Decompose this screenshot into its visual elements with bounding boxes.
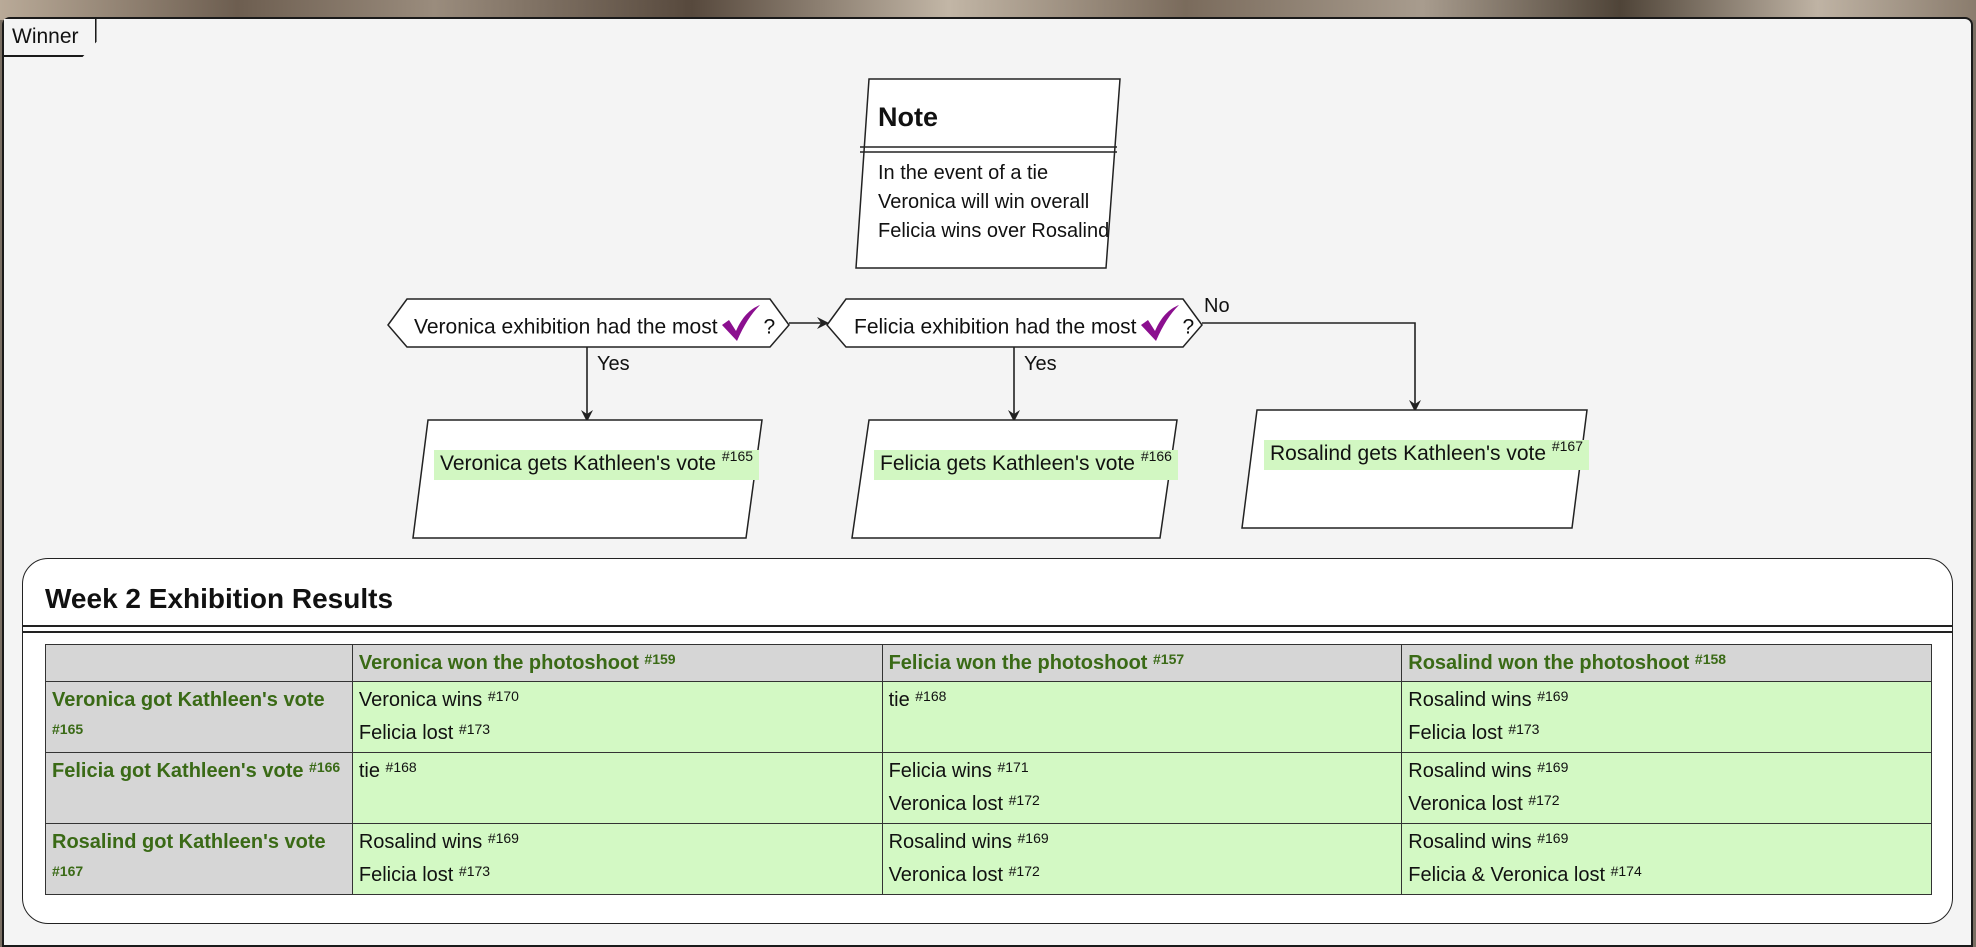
result-entry: tie #168 bbox=[358, 759, 417, 782]
note-line: In the event of a tie bbox=[878, 162, 1049, 184]
decision-question-mark: ? bbox=[1182, 315, 1195, 339]
row-header: Veronica got Kathleen's vote #165 bbox=[45, 681, 353, 753]
result-entry: Veronica lost #172 bbox=[1408, 792, 1560, 815]
decision-text: Felicia exhibition had the most bbox=[854, 315, 1137, 339]
row-header: Felicia got Kathleen's vote #166 bbox=[45, 752, 353, 824]
branch-yes-label: Yes bbox=[1024, 353, 1057, 375]
decision-shape-veronica bbox=[387, 298, 790, 348]
result-entry: Felicia lost #173 bbox=[358, 721, 491, 744]
column-header: Felicia won the photoshoot #157 bbox=[881, 644, 1403, 682]
decision-text: Veronica exhibition had the most bbox=[414, 315, 718, 339]
table-cell: tie #168 bbox=[351, 752, 883, 824]
results-panel: Week 2 Exhibition Results Veronica won t… bbox=[22, 558, 1953, 924]
branch-no-label: No bbox=[1204, 295, 1230, 317]
results-title: Week 2 Exhibition Results bbox=[45, 583, 394, 614]
result-entry: Rosalind wins #169 bbox=[1408, 688, 1569, 711]
result-entry: Rosalind wins #169 bbox=[888, 830, 1049, 853]
checkmark-icon bbox=[1140, 305, 1179, 341]
decision-veronica: Veronica exhibition had the most? bbox=[414, 305, 776, 343]
note-shape bbox=[855, 78, 1121, 269]
branch-yes-label: Yes bbox=[597, 353, 630, 375]
checkmark-icon bbox=[721, 305, 760, 341]
table-cell: tie #168 bbox=[881, 681, 1403, 753]
result-entry: Rosalind wins #169 bbox=[358, 830, 519, 853]
result-entry: Veronica lost #172 bbox=[888, 792, 1040, 815]
result-entry: Felicia wins #171 bbox=[888, 759, 1029, 782]
result-entry: Rosalind wins #169 bbox=[1408, 759, 1569, 782]
note-line: Felicia wins over Rosalind bbox=[878, 220, 1110, 242]
decision-shape-felicia bbox=[826, 298, 1203, 348]
result-entry: Felicia lost #173 bbox=[358, 863, 491, 886]
background-photo-strip bbox=[0, 0, 1976, 20]
result-entry: tie #168 bbox=[888, 688, 947, 711]
action-felicia: Felicia gets Kathleen's vote #166 bbox=[874, 448, 1178, 480]
note-line: Veronica will win overall bbox=[878, 191, 1090, 213]
frame-label: Winner bbox=[4, 19, 97, 57]
column-header: Veronica won the photoshoot #159 bbox=[351, 644, 883, 682]
decision-felicia: Felicia exhibition had the most? bbox=[854, 305, 1195, 343]
result-entry: Rosalind wins #169 bbox=[1408, 830, 1569, 853]
table-corner-cell bbox=[45, 644, 353, 682]
column-header: Rosalind won the photoshoot #158 bbox=[1401, 644, 1932, 682]
result-entry: Felicia lost #173 bbox=[1408, 721, 1540, 744]
result-entry: Felicia & Veronica lost #174 bbox=[1408, 863, 1642, 886]
results-divider bbox=[23, 625, 1952, 633]
note-title: Note bbox=[878, 102, 938, 132]
row-header: Rosalind got Kathleen's vote #167 bbox=[45, 823, 353, 895]
action-veronica: Veronica gets Kathleen's vote #165 bbox=[434, 448, 760, 480]
action-rosalind: Rosalind gets Kathleen's vote #167 bbox=[1264, 438, 1590, 470]
decision-question-mark: ? bbox=[763, 315, 776, 339]
result-entry: Veronica wins #170 bbox=[358, 688, 519, 711]
result-entry: Veronica lost #172 bbox=[888, 863, 1040, 886]
